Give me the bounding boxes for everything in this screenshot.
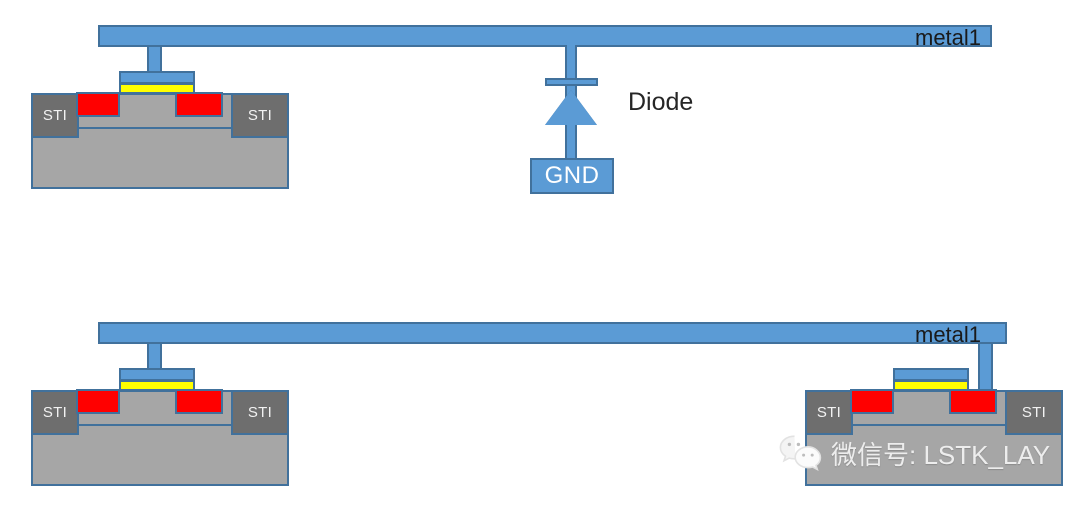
top-metal1-label: metal1 [915,25,982,50]
bottom-right-sti-left: STI [805,390,853,435]
top-sti-left: STI [31,93,79,138]
diode-label: Diode [628,88,694,116]
bottom-right-drain-region [949,389,997,414]
bottom-left-sti-left: STI [31,390,79,435]
ground-node: GND [530,158,614,194]
bottom-left-source-region [76,389,120,414]
top-drain-region [175,92,223,117]
top-sti-left-label: STI [42,107,68,124]
bottom-right-sti-right: STI [1005,390,1063,435]
bottom-metal1-label: metal1 [915,322,982,347]
diode-cathode-bar [545,78,598,86]
top-sti-right-label: STI [247,107,273,124]
bottom-left-sti-right-label: STI [247,404,273,421]
ground-label: GND [544,162,600,189]
top-sti-right: STI [231,93,289,138]
bottom-right-sti-left-label: STI [816,404,842,421]
bottom-right-source-region [850,389,894,414]
bottom-right-drain-via [978,342,993,392]
top-metal1-bar [98,25,992,47]
bottom-left-gate-via [147,342,162,370]
top-gate-via [147,45,162,73]
bottom-right-sti-right-label: STI [1021,404,1047,421]
bottom-left-drain-region [175,389,223,414]
bottom-metal1-bar [98,322,1007,344]
diode-triangle-icon [545,90,597,125]
top-source-region [76,92,120,117]
bottom-left-sti-left-label: STI [42,404,68,421]
bottom-left-sti-right: STI [231,390,289,435]
